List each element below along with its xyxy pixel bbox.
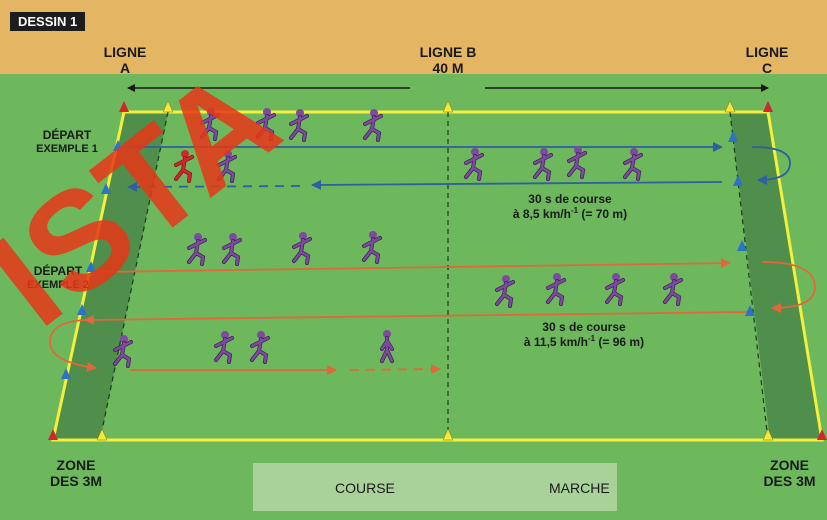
cone-red-icon xyxy=(817,429,827,440)
cone-blue-icon xyxy=(61,368,71,379)
runner-icon xyxy=(533,148,553,181)
cone-blue-icon xyxy=(113,140,123,151)
start-ex2-text-2: EXEMPLE 2 xyxy=(27,278,89,291)
cone-yellow-icon xyxy=(162,100,174,113)
cone-red-icon xyxy=(763,101,773,112)
zone-right-label: ZONE DES 3M xyxy=(752,457,827,489)
example-1-distance: (= 70 m) xyxy=(578,207,628,221)
orange-turn-right xyxy=(761,261,816,313)
line-b-text-1: LIGNE B xyxy=(419,44,477,60)
runner-icon xyxy=(362,231,382,264)
runner-icon xyxy=(187,233,207,266)
example-1-annotation: 30 s de course à 8,5 km/h-1 (= 70 m) xyxy=(485,192,655,221)
top-band xyxy=(0,0,827,74)
start-ex1-text-1: DÉPART xyxy=(42,128,92,142)
line-c-text-1: LIGNE xyxy=(745,44,789,60)
line-a-text-2: A xyxy=(119,60,131,77)
blue-walk-dashed xyxy=(127,181,301,192)
example-1-line-1: 30 s de course xyxy=(528,192,612,206)
runner-icon xyxy=(214,331,234,364)
blue-turn-right xyxy=(751,146,791,185)
runner-icon xyxy=(605,273,625,306)
line-b-text-2: 40 M xyxy=(432,60,464,77)
example-1-sup: -1 xyxy=(570,206,579,215)
example-2-annotation: 30 s de course à 11,5 km/h-1 (= 96 m) xyxy=(494,320,674,349)
cone-yellow-icon xyxy=(96,428,108,441)
runner-icon xyxy=(222,233,242,266)
zone-left-text-2: DES 3M xyxy=(49,473,103,490)
cone-blue-icon xyxy=(101,183,111,194)
runner-icon xyxy=(546,273,566,306)
cone-yellow-icon xyxy=(442,428,454,441)
cone-blue-icon xyxy=(86,261,96,272)
legend-marche-text: MARCHE xyxy=(549,480,610,496)
zone-left-label: ZONE DES 3M xyxy=(36,457,116,489)
cones xyxy=(48,100,827,441)
legend-course-text: COURSE xyxy=(335,480,395,496)
runner-icon xyxy=(363,109,383,142)
runner-icon xyxy=(567,146,587,179)
cone-blue-icon xyxy=(728,131,738,142)
start-example-1-label: DÉPART EXEMPLE 1 xyxy=(24,128,110,155)
runner-icon xyxy=(250,331,270,364)
example-1-speed: à 8,5 km/h xyxy=(512,207,571,221)
start-ex2-text-1: DÉPART xyxy=(33,264,83,278)
cone-blue-icon xyxy=(737,240,747,251)
runners xyxy=(113,108,683,368)
cone-yellow-icon xyxy=(762,428,774,441)
runner-icon xyxy=(217,150,237,183)
zone-left-text-1: ZONE xyxy=(56,457,96,473)
blue-arrow-return xyxy=(311,179,723,190)
zone-left xyxy=(53,112,168,440)
zone-right xyxy=(730,112,822,440)
runner-icon xyxy=(289,109,309,142)
runner-icon xyxy=(113,335,133,368)
example-2-line-2: à 11,5 km/h-1 (= 96 m) xyxy=(494,334,674,349)
cone-red-icon xyxy=(119,101,129,112)
zone-right-text-2: DES 3M xyxy=(763,473,816,490)
runner-icon xyxy=(663,273,683,306)
runner-icon xyxy=(292,232,312,265)
cone-blue-icon xyxy=(77,304,87,315)
orange-arrow-return xyxy=(84,311,749,325)
runner-icon xyxy=(174,150,194,183)
example-2-sup: -1 xyxy=(587,334,596,343)
runner-icon xyxy=(200,108,220,141)
line-b-label: LIGNE B 40 M xyxy=(405,44,491,76)
zone-right-dashed xyxy=(729,111,769,441)
runner-icon xyxy=(256,108,276,141)
legend-box: COURSE MARCHE xyxy=(253,463,617,511)
example-1-line-2: à 8,5 km/h-1 (= 70 m) xyxy=(485,206,655,221)
line-c-label: LIGNE C xyxy=(737,44,797,76)
cone-blue-icon xyxy=(745,305,755,316)
start-ex1-text-2: EXEMPLE 1 xyxy=(36,142,98,155)
runner-icon xyxy=(495,275,515,308)
orange-arrow-out xyxy=(97,258,731,273)
example-2-distance: (= 96 m) xyxy=(595,335,645,349)
cone-blue-icon xyxy=(733,175,743,186)
cone-yellow-icon xyxy=(442,100,454,113)
cone-yellow-icon xyxy=(724,100,736,113)
orange-turn-left xyxy=(49,319,97,372)
runner-icon xyxy=(623,148,643,181)
runner-icon xyxy=(464,148,484,181)
example-2-line-1: 30 s de course xyxy=(542,320,626,334)
zone-right-text-1: ZONE xyxy=(770,457,809,473)
start-example-2-label: DÉPART EXEMPLE 2 xyxy=(15,264,101,291)
line-a-label: LIGNE A xyxy=(95,44,155,76)
line-a-text-1: LIGNE xyxy=(103,44,147,60)
zone-left-dashed xyxy=(99,111,169,441)
drawing-badge: DESSIN 1 xyxy=(10,12,86,31)
line-c-text-2: C xyxy=(761,60,773,77)
example-2-speed: à 11,5 km/h xyxy=(523,335,588,349)
cone-red-icon xyxy=(48,429,58,440)
walker-icon xyxy=(380,330,394,363)
